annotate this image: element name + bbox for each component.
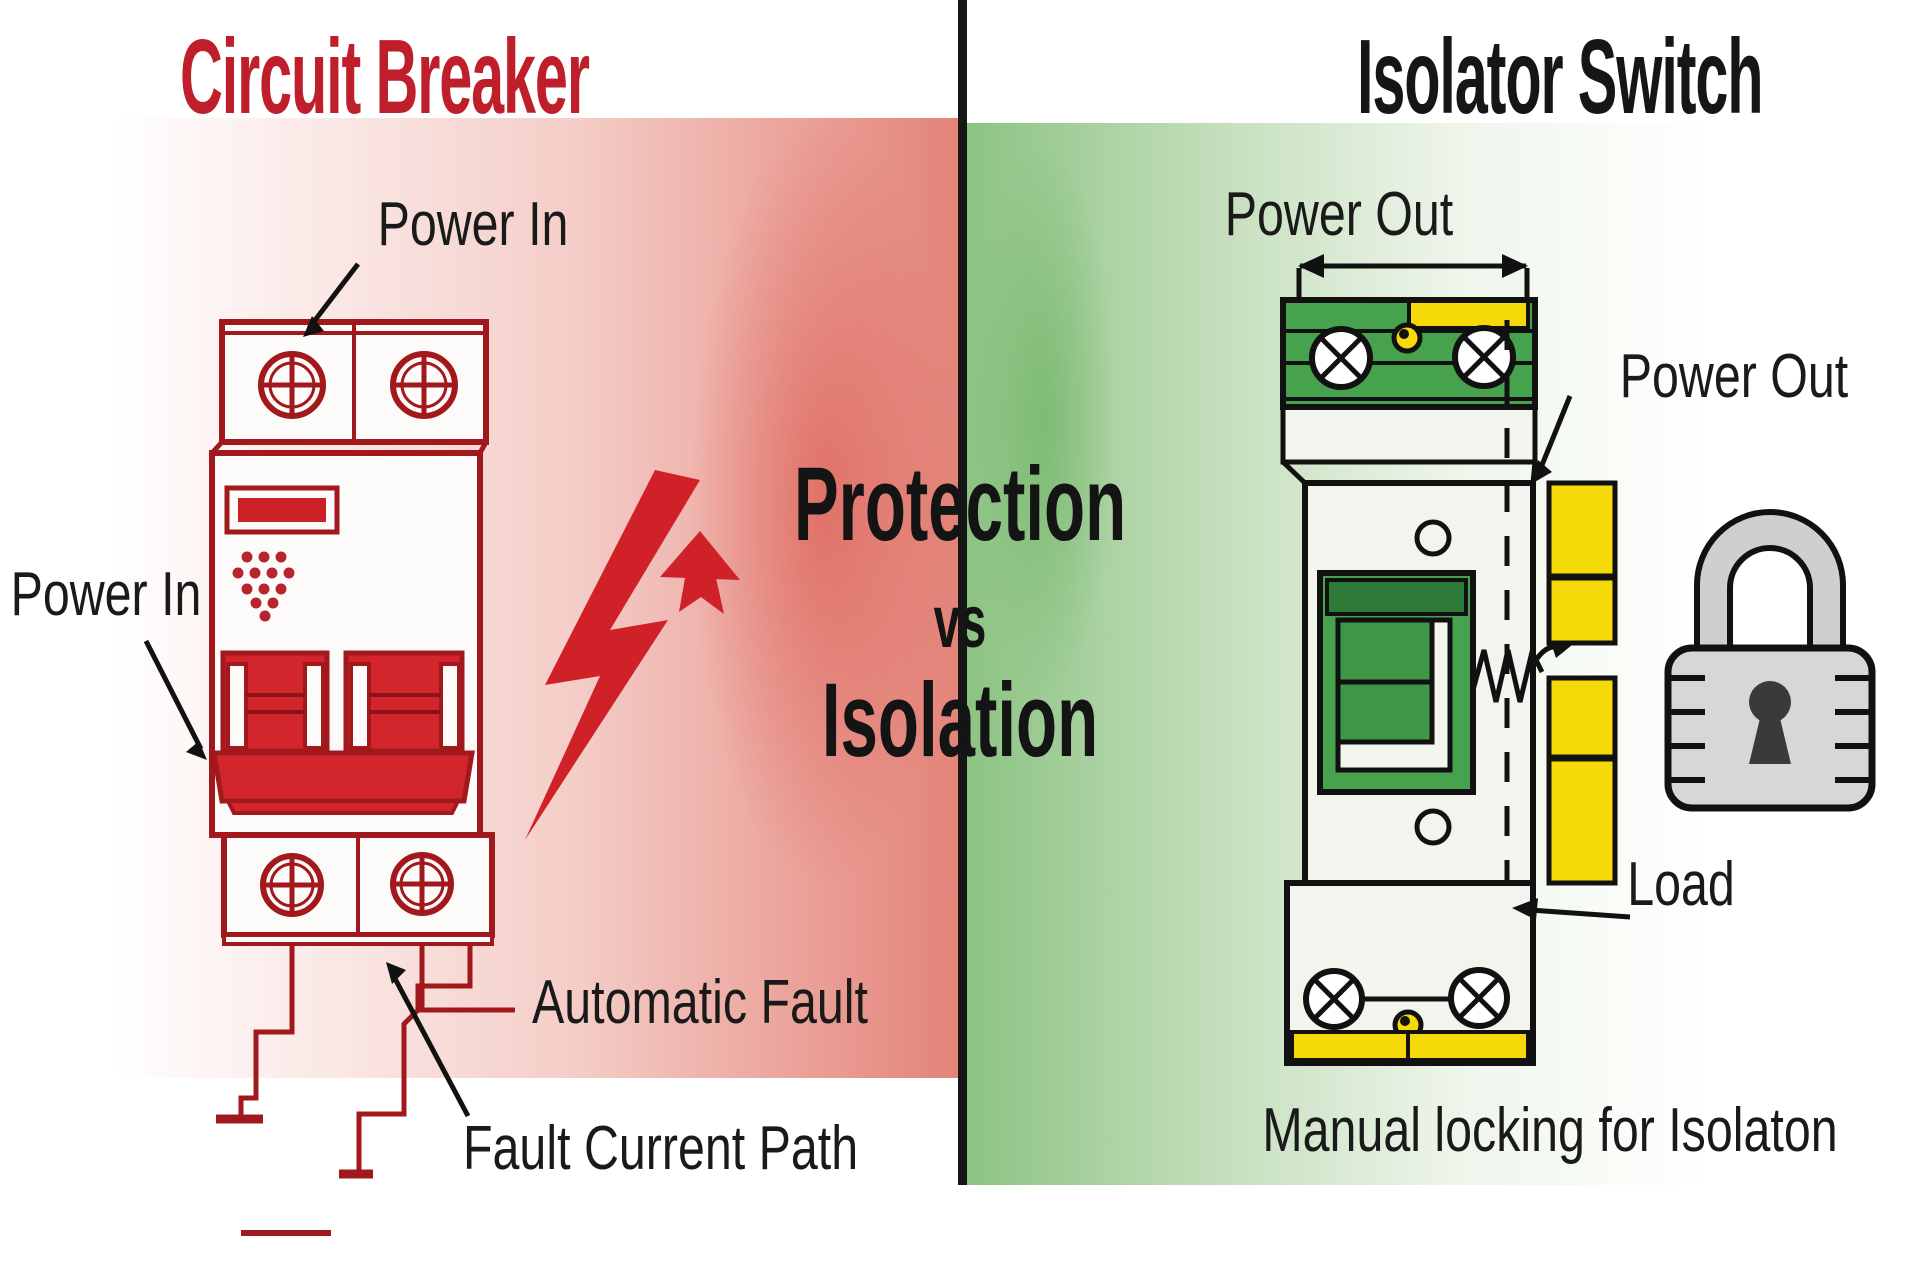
vent-dots [232, 551, 295, 622]
ground-symbol-icon [216, 944, 425, 1236]
circuit-breaker-drawing [209, 319, 515, 1236]
red-corner-gradient [0, 0, 300, 240]
label-fault-current-path: Fault Current Path [463, 1114, 859, 1183]
annotation-arrows-left [143, 262, 471, 1118]
annotation-arrows-right [1512, 395, 1631, 920]
load-arrow [1529, 907, 1631, 920]
up-arrow-icon [660, 531, 740, 614]
screw-terminal-icon [260, 853, 324, 917]
keyhole-icon [1749, 681, 1791, 764]
label-automatic-fault: Automatic Fault [532, 968, 868, 1037]
right-panel-title: Isolator Switch [1357, 18, 1764, 136]
screw-terminal-icon [258, 351, 326, 419]
screw-terminal-icon [390, 351, 458, 419]
screw-terminal-icon [1309, 326, 1373, 390]
center-headline-line1: Protection [793, 446, 1127, 563]
label-load: Load [1627, 850, 1735, 919]
label-power-out-right: Power Out [1619, 342, 1849, 411]
isolator-switch-drawing [1280, 254, 1618, 1066]
divider-line [958, 0, 967, 1185]
center-headline-line3: Isolation [821, 662, 1099, 779]
screw-terminal-icon [1452, 325, 1516, 389]
padlock-icon [1664, 509, 1876, 812]
power-in-top-arrow [307, 262, 360, 330]
label-manual-locking: Manual locking for Isolaton [1262, 1096, 1838, 1165]
lightning-bolt-icon [525, 470, 700, 840]
left-panel-title: Circuit Breaker [180, 18, 590, 136]
label-power-in-left: Power In [10, 560, 202, 629]
center-headline-line2: vs [933, 580, 987, 663]
power-in-left-arrow [143, 639, 204, 751]
fault-current-path-arrow [389, 971, 471, 1118]
automatic-fault-callout-line [415, 944, 515, 1013]
screw-terminal-icon [1303, 968, 1365, 1030]
breaker-rocker-handle [211, 750, 475, 804]
label-power-in-top: Power In [377, 190, 569, 259]
power-out-right-arrow [1537, 395, 1573, 471]
screw-terminal-icon [390, 852, 454, 916]
breaker-toggle [343, 650, 465, 754]
label-power-out-top: Power Out [1224, 180, 1454, 249]
screw-terminal-icon [1448, 967, 1510, 1029]
isolator-contact-carriage [1317, 570, 1476, 795]
breaker-toggle [220, 650, 330, 754]
